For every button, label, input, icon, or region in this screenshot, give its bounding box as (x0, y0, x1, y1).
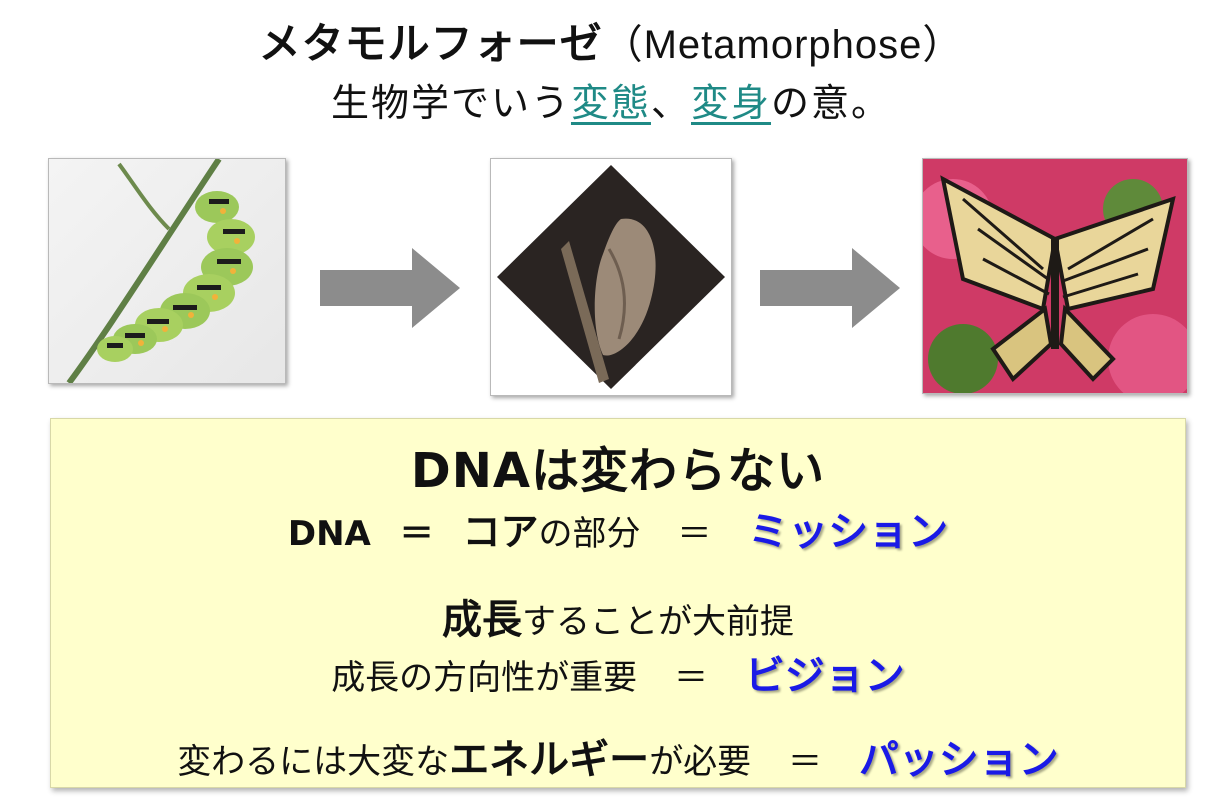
panel-heading: DNAは変わらない (410, 443, 826, 499)
caterpillar-photo (48, 158, 286, 384)
passion-text-a: 変わるには大変な (177, 742, 450, 782)
page-subtitle: 生物学でいう変態、変身の意。 (0, 72, 1222, 127)
growth-label: 成長 (442, 597, 522, 643)
row-passion: 変わるには大変なエネルギーが必要 ＝ パッション (51, 727, 1185, 785)
link-hentai[interactable]: 変態 (570, 81, 651, 125)
arrow-right-icon (320, 248, 460, 332)
keyword-passion: パッション (858, 737, 1059, 783)
dna-label: DNA (287, 514, 371, 554)
equals-sign: ＝ (788, 742, 822, 782)
vision-text: 成長の方向性が重要 (331, 658, 638, 698)
butterfly-photo (922, 158, 1188, 394)
dna-panel: DNAは変わらない DNA ＝ コアの部分 ＝ ミッション 成長することが大前提… (50, 418, 1186, 788)
subtitle-prefix: 生物学でいう (330, 81, 571, 125)
title-main: メタモルフォーゼ (258, 19, 603, 68)
arrow-right-icon (760, 248, 900, 332)
equals-sign: ＝ (677, 514, 712, 554)
row-vision: 成長の方向性が重要 ＝ ビジョン (51, 643, 1185, 701)
subtitle-separator: 、 (650, 81, 691, 125)
title-latin: （Metamorphose） (602, 23, 964, 67)
equals-sign: ＝ (399, 514, 434, 554)
growth-text: することが大前提 (522, 602, 794, 642)
row-growth: 成長することが大前提 (51, 587, 1185, 645)
equals-sign: ＝ (674, 658, 708, 698)
link-henshin[interactable]: 変身 (691, 81, 772, 125)
page-title: メタモルフォーゼ（Metamorphose） (0, 10, 1222, 71)
keyword-vision: ビジョン (744, 653, 905, 699)
subtitle-suffix: の意。 (771, 81, 892, 125)
row-mission: DNA ＝ コアの部分 ＝ ミッション (51, 499, 1185, 557)
passion-text-b: が必要 (649, 742, 752, 782)
keyword-mission: ミッション (748, 509, 949, 555)
energy-label: エネルギー (449, 737, 650, 783)
core-label: コア (462, 510, 539, 554)
chrysalis-photo (490, 158, 732, 396)
core-suffix: の部分 (538, 514, 641, 554)
